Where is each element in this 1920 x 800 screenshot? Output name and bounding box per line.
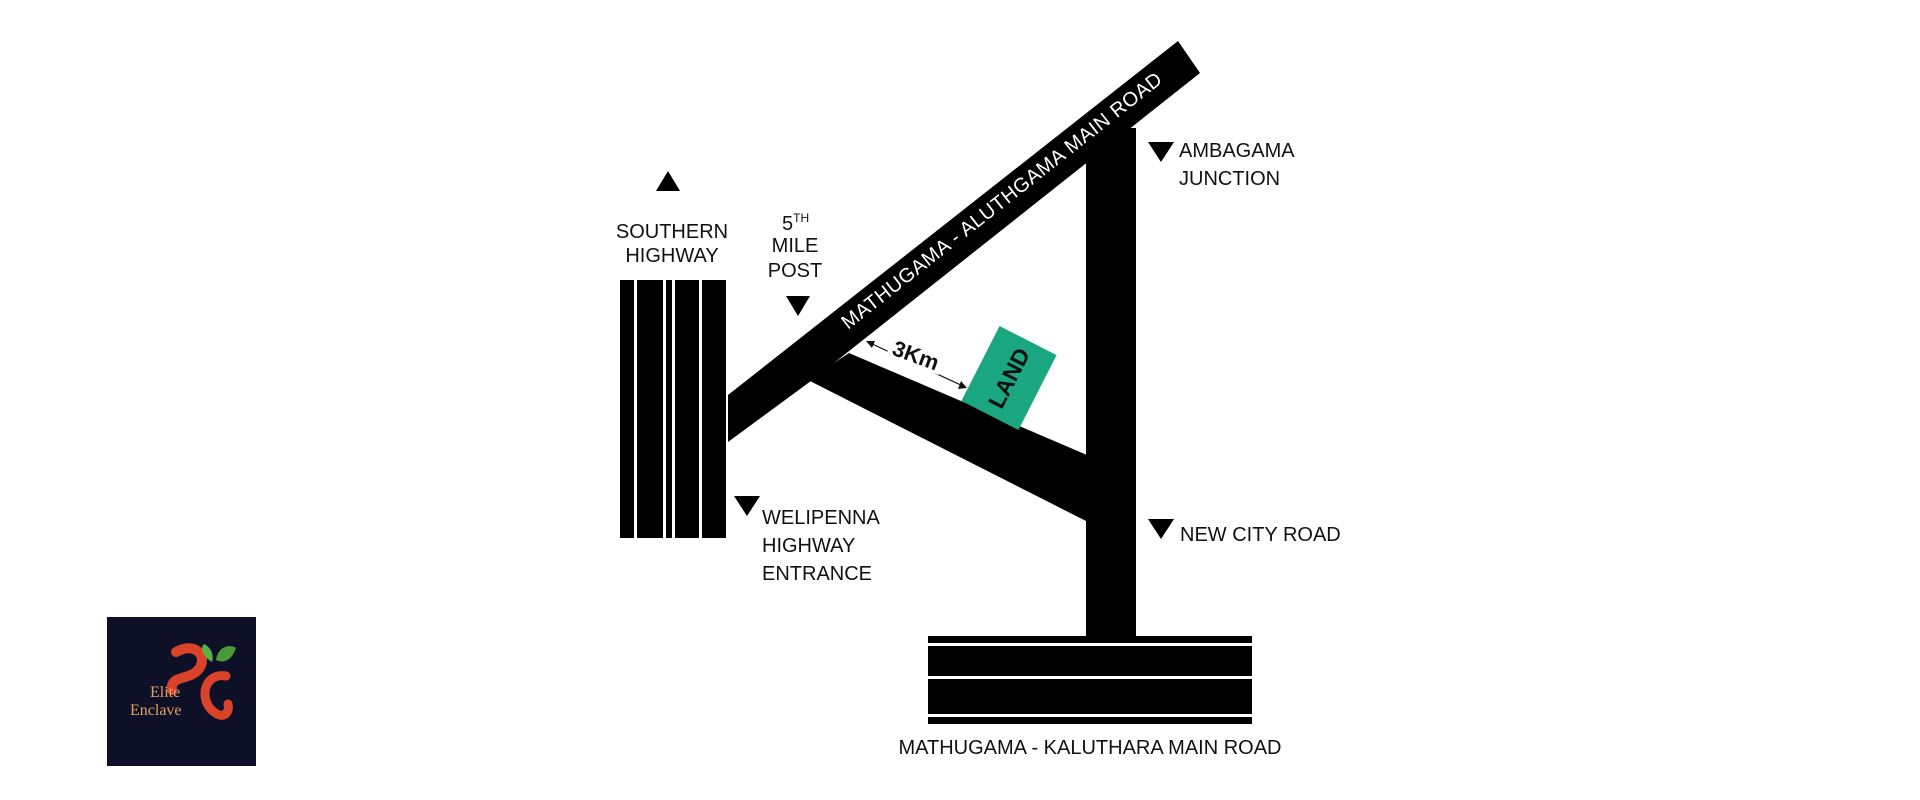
triangle-up-icon [656,171,680,191]
logo-swirl-icon [200,671,233,720]
elite-enclave-logo: Elite Enclave [107,617,256,766]
triangle-down-icon [786,296,810,316]
southern-highway-label-1: SOUTHERN [616,221,728,243]
kaluthara-main-road [928,636,1252,724]
triangle-down-icon [1148,519,1174,539]
southern-highway-marker: SOUTHERN HIGHWAY [616,171,728,267]
logo-line-2: Enclave [130,702,182,719]
leaf-icon [202,644,213,662]
welipenna-label-2: HIGHWAY [762,535,855,557]
triangle-down-icon [1148,142,1174,162]
connector-road [808,353,1115,522]
leaf-icon [216,646,236,662]
kaluthara-road-label: MATHUGAMA - KALUTHARA MAIN ROAD [898,737,1281,759]
new-city-road-marker: NEW CITY ROAD [1148,519,1341,546]
ambagama-marker: AMBAGAMA JUNCTION [1148,140,1295,190]
mile-post-suffix: TH [793,211,809,225]
mile-post-line-2: POST [768,260,822,282]
land-parcel: LAND [961,326,1057,430]
aluthgama-main-road [728,41,1200,442]
logo-line-1: Elite [150,684,180,701]
mile-post-line-1: MILE [772,235,819,257]
welipenna-label-1: WELIPENNA [762,507,880,529]
triangle-down-icon [734,496,760,516]
mile-post-number: 5TH [782,211,809,235]
distance-label: 3Km [889,336,942,376]
southern-highway-label-2: HIGHWAY [625,245,718,267]
logo-swirl-icon [166,643,207,695]
ambagama-label-2: JUNCTION [1179,168,1280,190]
welipenna-label-3: ENTRANCE [762,563,872,585]
southern-highway-road [620,280,726,538]
mile-post-marker: 5TH MILE POST [768,211,822,316]
welipenna-marker: WELIPENNA HIGHWAY ENTRANCE [734,496,880,585]
new-city-road-label: NEW CITY ROAD [1180,524,1341,546]
ambagama-road [1086,128,1136,638]
ambagama-label-1: AMBAGAMA [1179,140,1295,162]
